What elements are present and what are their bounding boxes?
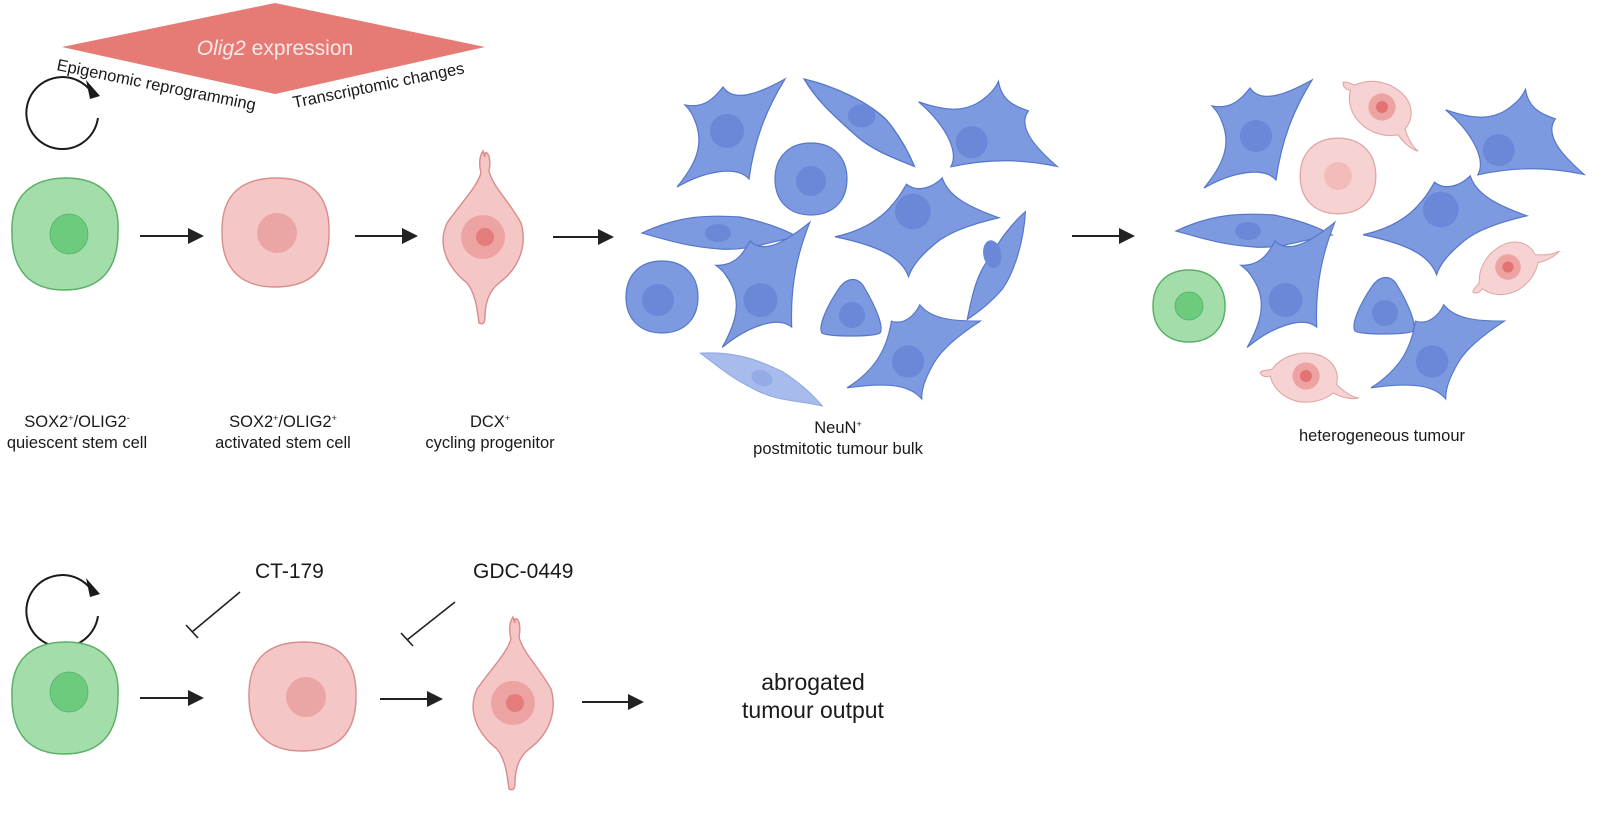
progenitor-cell bbox=[1342, 80, 1419, 152]
neuron-cell bbox=[846, 303, 983, 401]
neuron-cell bbox=[676, 77, 787, 188]
neuron-cell bbox=[1174, 213, 1334, 248]
neuron-cell bbox=[1370, 303, 1507, 401]
self-renewal-arrow-icon bbox=[25, 76, 100, 150]
inhibitor-gdc0449-label: GDC-0449 bbox=[473, 560, 574, 583]
neuron-cell bbox=[1238, 220, 1337, 348]
outcome-label: abrogated tumour output bbox=[718, 668, 908, 724]
neuron-cell bbox=[802, 77, 916, 168]
quiescent-stem-cell bbox=[1152, 269, 1226, 343]
stage-label-heterogeneous: heterogeneous tumour bbox=[1282, 426, 1482, 447]
marker-sup: + bbox=[504, 413, 511, 423]
quiescent-stem-cell-bottom bbox=[11, 641, 119, 755]
activated-stem-cell bbox=[1299, 137, 1377, 215]
stage-desc: activated stem cell bbox=[215, 434, 351, 452]
postmitotic-tumour-bulk-cluster bbox=[625, 77, 1060, 407]
stage-desc: heterogeneous tumour bbox=[1298, 427, 1466, 445]
neuron-cell bbox=[1353, 276, 1415, 335]
quiescent-stem-cell bbox=[11, 177, 119, 291]
neuron-cell bbox=[699, 352, 824, 407]
heterogeneous-tumour-cluster bbox=[1152, 78, 1587, 403]
neuron-cell bbox=[1445, 87, 1587, 176]
neuron-cell bbox=[820, 278, 882, 337]
stage-desc: quiescent stem cell bbox=[6, 434, 148, 452]
marker: SOX2 bbox=[229, 413, 274, 431]
self-renewal-arrow-icon-bottom bbox=[25, 574, 100, 648]
stage-label-progenitor: DCX+ cycling progenitor bbox=[412, 408, 568, 454]
neuron-cell bbox=[834, 176, 1002, 279]
olig2-expression-banner: Olig2 expression Epigenomic reprogrammin… bbox=[55, 3, 485, 114]
neuron-cell bbox=[625, 260, 699, 334]
stage-label-activated: SOX2+/OLIG2+ activated stem cell bbox=[205, 408, 361, 454]
progenitor-cell bbox=[1259, 352, 1359, 403]
neuron-cell bbox=[713, 220, 812, 348]
marker2-sup: - bbox=[126, 413, 130, 423]
marker-sup: + bbox=[68, 413, 74, 423]
stage-label-quiescent: SOX2+/OLIG2- quiescent stem cell bbox=[0, 408, 154, 454]
cycling-progenitor-cell-bottom bbox=[472, 615, 554, 791]
activated-stem-cell bbox=[221, 177, 330, 288]
inhibitor-ct179-label: CT-179 bbox=[255, 560, 324, 583]
marker2-sup: + bbox=[331, 413, 337, 423]
activated-stem-cell-bottom bbox=[248, 641, 357, 752]
outcome-line-1: abrogated bbox=[761, 669, 865, 695]
progenitor-cell bbox=[1472, 241, 1560, 296]
marker-sup: + bbox=[856, 419, 862, 429]
neuron-cell bbox=[774, 142, 848, 216]
cycling-progenitor-cell bbox=[442, 149, 524, 325]
inhibition-bar-ct179 bbox=[185, 591, 241, 639]
marker: DCX bbox=[469, 413, 505, 431]
stage-desc: cycling progenitor bbox=[425, 434, 555, 452]
neuron-cell bbox=[918, 79, 1060, 168]
neuron-cell bbox=[1203, 78, 1314, 189]
neuron-cell bbox=[1362, 174, 1530, 277]
banner-title: Olig2 expression bbox=[197, 37, 353, 60]
neuron-cell bbox=[966, 210, 1027, 321]
marker-sup: + bbox=[273, 413, 279, 423]
marker2: /OLIG2 bbox=[278, 413, 332, 431]
inhibition-bar-gdc0449 bbox=[400, 601, 456, 647]
marker: NeuN bbox=[814, 419, 857, 437]
stage-label-tumour-bulk: NeuN+ postmitotic tumour bulk bbox=[738, 414, 938, 460]
outcome-line-2: tumour output bbox=[742, 697, 884, 723]
marker: SOX2 bbox=[24, 413, 69, 431]
stage-desc: postmitotic tumour bulk bbox=[753, 440, 923, 458]
marker2: /OLIG2 bbox=[73, 413, 127, 431]
